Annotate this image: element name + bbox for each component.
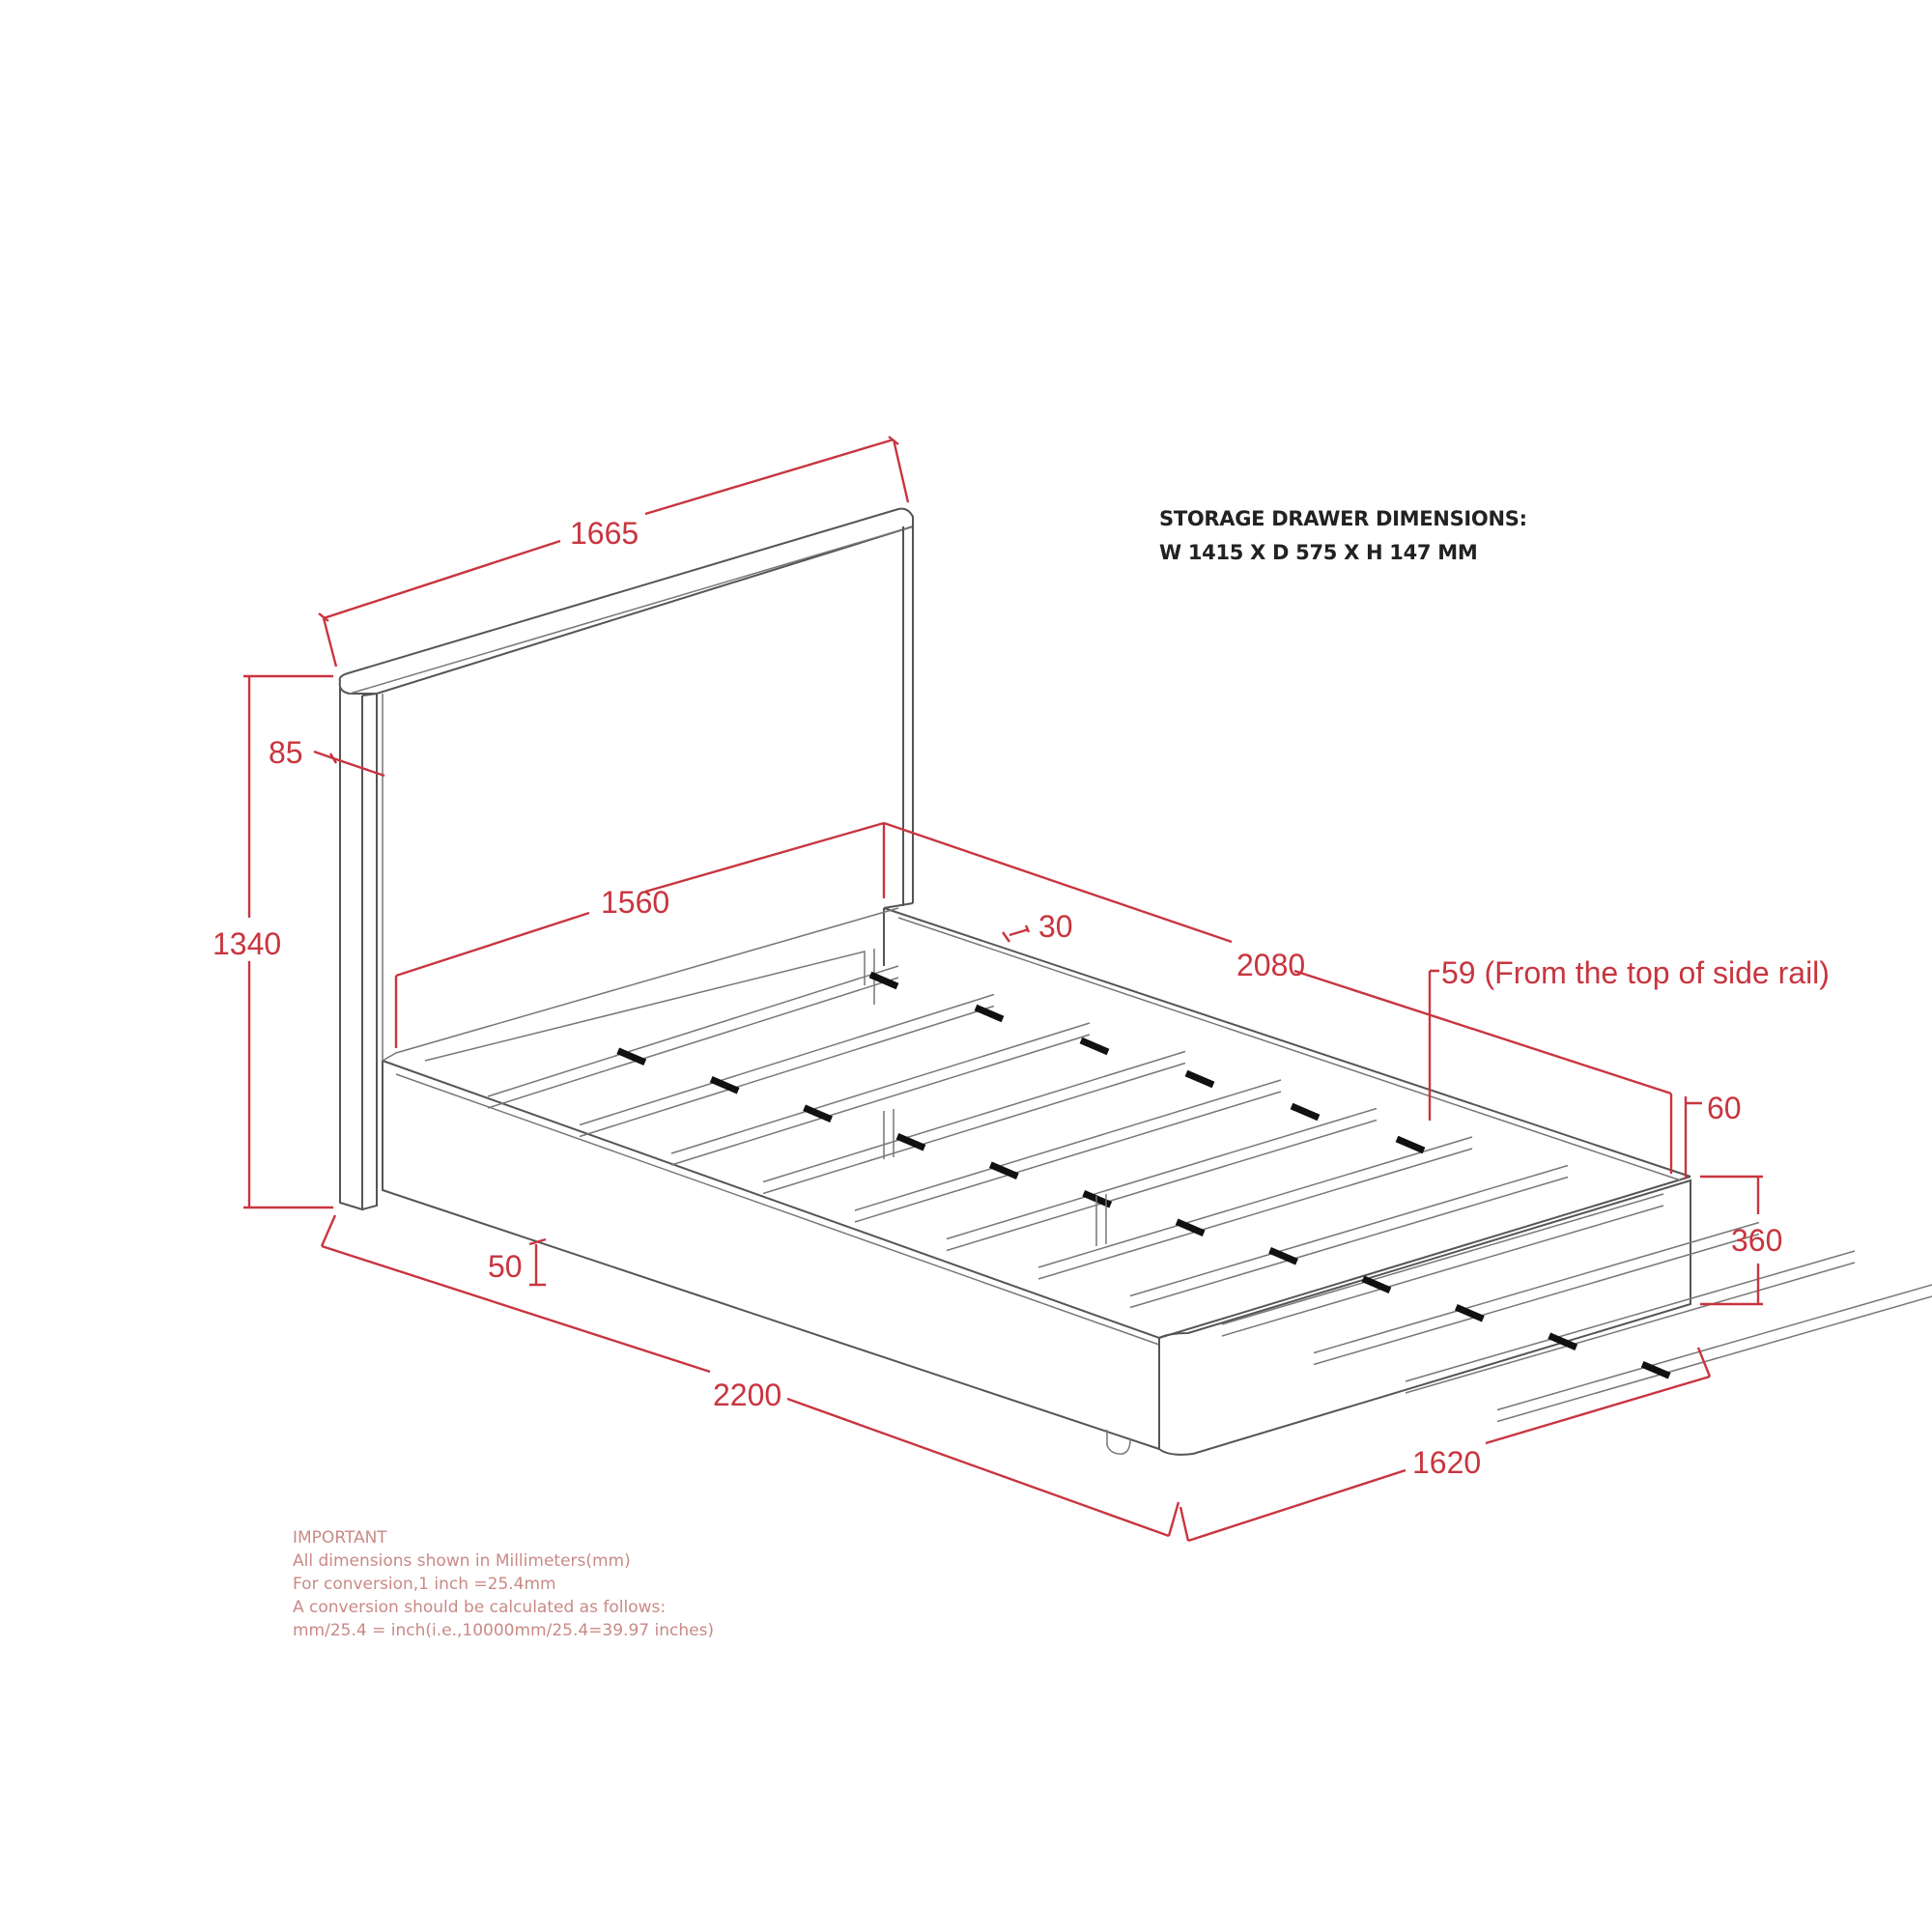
dim-line-ground-clearance bbox=[528, 1237, 547, 1287]
slat-strap bbox=[1175, 1218, 1206, 1236]
slat-strap bbox=[1290, 1102, 1321, 1122]
slat-strap bbox=[1079, 1037, 1110, 1056]
slat-strap bbox=[868, 971, 899, 990]
slat-edge bbox=[670, 1022, 1091, 1154]
slat-strap bbox=[803, 1104, 833, 1122]
dim-label-slat-depth: 59 (From the top of side rail) bbox=[1441, 955, 1830, 990]
important-note: IMPORTANT All dimensions shown in Millim… bbox=[293, 1526, 714, 1642]
important-note-title: IMPORTANT bbox=[293, 1528, 387, 1548]
slat-strap bbox=[974, 1004, 1005, 1023]
dim-label-inner-width: 1560 bbox=[601, 885, 669, 920]
slat-edge bbox=[1129, 1164, 1569, 1297]
dim-line-slat-depth bbox=[1428, 969, 1439, 1121]
slat-edge bbox=[946, 1119, 1378, 1252]
dim-label-rail-width: 30 bbox=[1038, 909, 1073, 944]
important-note-line: A conversion should be calculated as fol… bbox=[293, 1598, 667, 1617]
slat-edge bbox=[854, 1091, 1282, 1223]
dim-line-overall-width bbox=[1179, 1347, 1712, 1543]
headboard-left-post bbox=[339, 686, 363, 1211]
slat-strap bbox=[895, 1133, 926, 1151]
dim-label-inner-length: 2080 bbox=[1236, 948, 1305, 982]
dim-label-base-height: 360 bbox=[1731, 1223, 1782, 1258]
headboard-right-post bbox=[902, 522, 914, 906]
dim-label-ground-clearance: 50 bbox=[488, 1249, 523, 1284]
center-support bbox=[883, 1109, 1107, 1246]
base-foot-panel bbox=[1158, 1179, 1691, 1456]
bed-slats bbox=[487, 965, 1932, 1423]
slat-edge bbox=[1313, 1221, 1760, 1354]
slat-strap bbox=[1454, 1304, 1485, 1322]
dim-line-rail-height bbox=[1684, 1096, 1702, 1179]
dim-label-headboard-thickness: 85 bbox=[269, 735, 303, 770]
important-note-line: For conversion,1 inch =25.4mm bbox=[293, 1575, 556, 1594]
dim-line-headboard-thickness bbox=[313, 750, 385, 778]
slat-strap bbox=[1640, 1361, 1671, 1379]
dim-line-headboard-width bbox=[318, 436, 910, 668]
headboard-top-inner bbox=[349, 526, 914, 695]
slat-edge bbox=[762, 1062, 1186, 1195]
slat-edge bbox=[487, 965, 899, 1097]
slat-edge bbox=[1496, 1295, 1932, 1423]
dim-label-rail-height: 60 bbox=[1707, 1091, 1742, 1125]
dim-line-rail-width bbox=[1002, 924, 1031, 943]
slat-edge bbox=[1037, 1136, 1473, 1268]
important-note-line: mm/25.4 = inch(i.e.,10000mm/25.4=39.97 i… bbox=[293, 1621, 715, 1640]
dim-label-overall-length: 2200 bbox=[713, 1378, 781, 1412]
dim-line-base-height bbox=[1700, 1175, 1763, 1306]
storage-drawer-dimensions: W 1415 X D 575 X H 147 MM bbox=[1159, 541, 1478, 564]
slat-edge bbox=[762, 1050, 1186, 1183]
slat-edge bbox=[854, 1079, 1282, 1211]
slat-edge bbox=[1221, 1205, 1664, 1337]
slat-strap bbox=[1268, 1247, 1298, 1265]
dim-line-inner-length bbox=[883, 821, 1673, 1174]
slat-edge bbox=[1221, 1193, 1664, 1325]
slat-edge bbox=[1129, 1176, 1569, 1309]
bed-frame-outline bbox=[338, 507, 1691, 1456]
slat-edge bbox=[1405, 1250, 1856, 1382]
dim-line-overall-length bbox=[320, 1214, 1180, 1538]
slat-strap bbox=[988, 1161, 1019, 1179]
slat-edge bbox=[579, 993, 995, 1126]
dimension-labels: 1665 1340 85 1560 2080 30 59 (From the t… bbox=[213, 516, 1830, 1480]
bed-leg bbox=[1106, 1430, 1131, 1455]
slat-edge bbox=[1037, 1148, 1473, 1280]
slat-edge bbox=[487, 977, 899, 1109]
dim-line-inner-width bbox=[394, 821, 886, 1048]
slat-strap bbox=[1361, 1275, 1392, 1293]
headboard-top bbox=[338, 507, 914, 695]
storage-drawer-note: STORAGE DRAWER DIMENSIONS: W 1415 X D 57… bbox=[1159, 502, 1527, 570]
slat-edge bbox=[670, 1034, 1091, 1166]
dim-line-headboard-height bbox=[243, 674, 333, 1209]
slat-edge bbox=[1405, 1262, 1856, 1394]
dim-label-headboard-width: 1665 bbox=[570, 516, 639, 551]
slat-edge bbox=[1313, 1233, 1760, 1366]
slat-edge bbox=[579, 1005, 995, 1138]
dimension-lines bbox=[243, 436, 1763, 1543]
dim-label-headboard-height: 1340 bbox=[213, 926, 281, 961]
slat-strap bbox=[616, 1047, 647, 1065]
dim-label-overall-width: 1620 bbox=[1412, 1445, 1481, 1480]
storage-drawer-heading: STORAGE DRAWER DIMENSIONS: bbox=[1159, 507, 1527, 530]
slat-edge bbox=[946, 1107, 1378, 1240]
base-side-panel bbox=[382, 1061, 1160, 1450]
slat-edge bbox=[1496, 1284, 1932, 1411]
slat-strap bbox=[1548, 1332, 1578, 1350]
slat-strap bbox=[709, 1076, 740, 1094]
important-note-line: All dimensions shown in Millimeters(mm) bbox=[293, 1551, 631, 1571]
slat-strap bbox=[1184, 1069, 1215, 1089]
slat-strap bbox=[1395, 1135, 1426, 1154]
